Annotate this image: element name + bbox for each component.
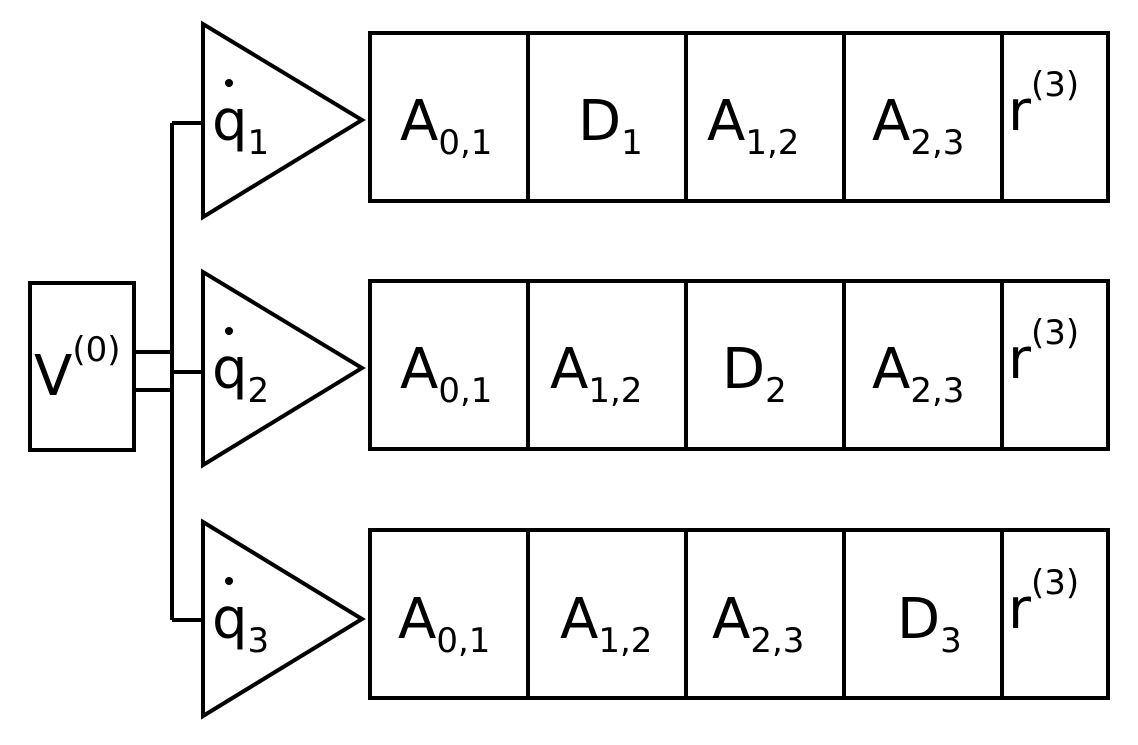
amplifier-triangle-1: [201, 20, 366, 221]
cell-1-2: [526, 31, 688, 203]
connector-lines: [134, 121, 203, 622]
cell-1-4: [842, 31, 1004, 203]
cell-2-2-label: A1,2: [550, 337, 642, 411]
cell-1-5-label: r(3): [1008, 65, 1079, 144]
cell-3-5-label: r(3): [1008, 563, 1079, 642]
amplifier-dot-1: [225, 79, 233, 87]
amplifier-triangle-2: [201, 268, 366, 469]
cell-2-4-label: A2,3: [872, 337, 964, 411]
source-box: [28, 281, 136, 452]
cell-2-5-label: r(3): [1008, 313, 1079, 392]
amplifier-dot-2: [225, 327, 233, 335]
cell-1-1: [368, 31, 530, 203]
cell-2-3-label: D2: [722, 337, 787, 411]
amplifier-label-2: q2: [212, 337, 269, 411]
cell-2-1: [368, 279, 530, 451]
cell-3-1: [368, 528, 530, 700]
cell-1-4-label: A2,3: [872, 89, 964, 163]
cell-3-2: [526, 528, 688, 700]
cell-2-4: [842, 279, 1004, 451]
cell-1-1-label: A0,1: [400, 89, 492, 163]
cell-3-3: [684, 528, 846, 700]
cell-3-5: [1000, 528, 1110, 700]
cell-3-3-label: A2,3: [712, 587, 804, 661]
cell-1-3: [684, 31, 846, 203]
amplifier-label-3: q3: [212, 587, 269, 661]
cell-2-5: [1000, 279, 1110, 451]
row-1: q1 A0,1 D1 A1,2 A2,3 r(3): [201, 20, 1110, 221]
cell-3-4-label: D3: [897, 587, 962, 661]
source-label: V(0): [34, 330, 120, 409]
cell-1-5: [1000, 31, 1110, 203]
row-2: q2 A0,1 A1,2 D2 A2,3 r(3): [201, 268, 1110, 469]
amplifier-label-1: q1: [212, 89, 269, 163]
row-3: q3 A0,1 A1,2 A2,3 D3 r(3): [201, 518, 1110, 720]
cell-2-2: [526, 279, 688, 451]
source-block: V(0): [28, 281, 136, 452]
cell-1-3-label: A1,2: [707, 89, 799, 163]
cell-2-1-label: A0,1: [400, 337, 492, 411]
cell-3-1-label: A0,1: [398, 587, 490, 661]
cell-3-2-label: A1,2: [560, 587, 652, 661]
amplifier-dot-3: [225, 577, 233, 585]
amplifier-triangle-3: [201, 518, 366, 720]
cell-1-2-label: D1: [578, 89, 643, 163]
